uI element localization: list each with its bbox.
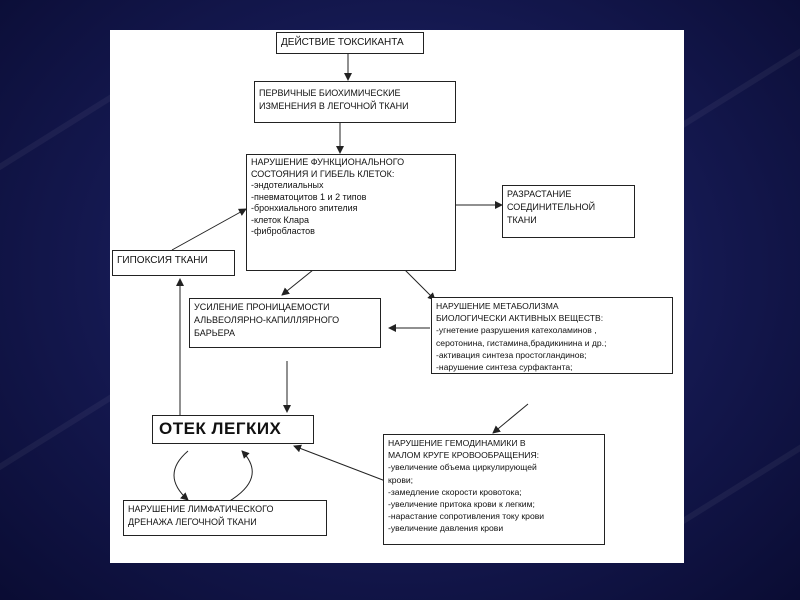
node-disorder: НАРУШЕНИЕ ФУНКЦИОНАЛЬНОГО СОСТОЯНИЯ И ГИ…: [246, 154, 456, 271]
node-permeability: УСИЛЕНИЕ ПРОНИЦАЕМОСТИ АЛЬВЕОЛЯРНО-КАПИЛ…: [189, 298, 381, 348]
arrow-metabolism-hemodynamics: [492, 403, 529, 434]
arrow-disorder-permeability: [281, 269, 314, 296]
node-metabolism: НАРУШЕНИЕ МЕТАБОЛИЗМА БИОЛОГИЧЕСКИ АКТИВ…: [431, 297, 673, 374]
node-toxicant: ДЕЙСТВИЕ ТОКСИКАНТА: [276, 32, 424, 54]
node-hypoxia: ГИПОКСИЯ ТКАНИ: [112, 250, 235, 276]
arrow-disorder-metabolism: [404, 269, 436, 301]
node-hemodynamics: НАРУШЕНИЕ ГЕМОДИНАМИКИ В МАЛОМ КРУГЕ КРО…: [383, 434, 605, 545]
node-edema: ОТЕК ЛЕГКИХ: [152, 415, 314, 444]
arrow-hypoxia-disorder: [171, 208, 247, 251]
arrow-hemodynamics-edema: [293, 444, 389, 483]
node-lymph: НАРУШЕНИЕ ЛИМФАТИЧЕСКОГО ДРЕНАЖА ЛЕГОЧНО…: [123, 500, 327, 536]
arrow-cycle-left: [173, 450, 189, 501]
arrow-cycle-right: [227, 450, 253, 503]
diagram-panel: ДЕЙСТВИЕ ТОКСИКАНТА ПЕРВИЧНЫЕ БИОХИМИЧЕС…: [110, 30, 684, 563]
node-primary: ПЕРВИЧНЫЕ БИОХИМИЧЕСКИЕ ИЗМЕНЕНИЯ В ЛЕГО…: [254, 81, 456, 123]
node-growth: РАЗРАСТАНИЕ СОЕДИНИТЕЛЬНОЙ ТКАНИ: [502, 185, 635, 238]
diagram-arrows: [171, 54, 529, 503]
